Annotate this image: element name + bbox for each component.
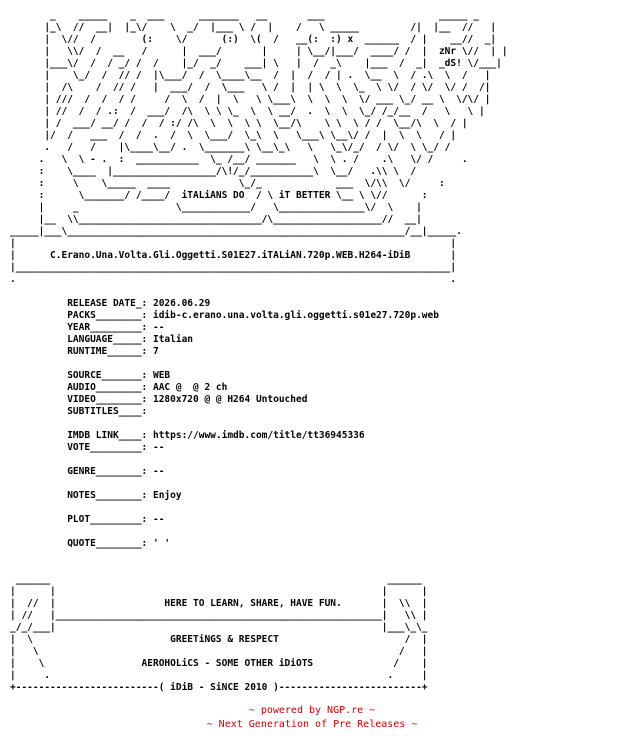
nfo-ascii-art: _ _____ _ ___ _______ __ ___ _____ _ |_\…	[10, 10, 508, 693]
footer-tagline: ~ Next Generation of Pre Releases ~	[206, 719, 418, 730]
footer-powered-by: ~ powered by NGP.re ~	[248, 705, 376, 716]
